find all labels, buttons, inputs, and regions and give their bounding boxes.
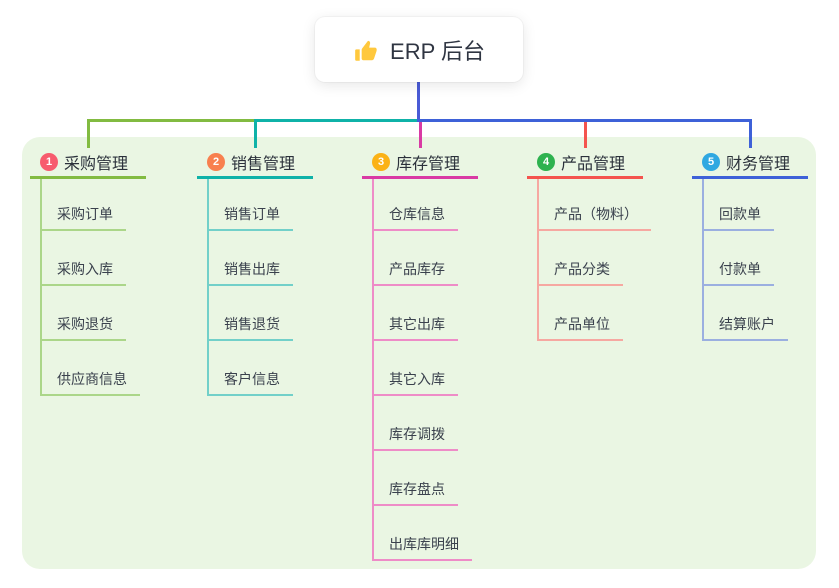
item-label: 供应商信息 <box>57 371 127 387</box>
item-label: 结算账户 <box>719 316 775 332</box>
branch-child-line <box>207 179 209 396</box>
item-label: 出库库明细 <box>389 536 459 552</box>
branch-child-line <box>372 179 374 561</box>
branch-number-badge: 2 <box>207 153 225 171</box>
mindmap-item[interactable]: 结算账户 <box>702 307 788 341</box>
branch-title: 采购管理 <box>64 156 129 173</box>
item-label: 其它出库 <box>389 316 445 332</box>
mindmap-item[interactable]: 客户信息 <box>207 362 293 396</box>
item-label: 回款单 <box>719 206 761 222</box>
mindmap-item[interactable]: 产品单位 <box>537 307 623 341</box>
branch-header-2[interactable]: 2 销售管理 <box>197 148 313 179</box>
mindmap-item[interactable]: 产品库存 <box>372 252 458 286</box>
item-label: 仓库信息 <box>389 206 445 222</box>
mindmap-item[interactable]: 供应商信息 <box>40 362 140 396</box>
branch-title: 产品管理 <box>561 156 626 173</box>
branch-header-4[interactable]: 4 产品管理 <box>527 148 643 179</box>
thumbs-up-icon <box>355 40 377 61</box>
item-label: 销售订单 <box>224 206 280 222</box>
mindmap-item[interactable]: 回款单 <box>702 197 774 231</box>
item-label: 库存调拨 <box>389 426 445 442</box>
mindmap-item[interactable]: 付款单 <box>702 252 774 286</box>
mindmap-item[interactable]: 销售订单 <box>207 197 293 231</box>
branch-number-badge: 4 <box>537 153 555 171</box>
branch-child-line <box>40 179 42 396</box>
connector-bus-5 <box>417 119 752 122</box>
root-title: ERP 后台 <box>390 38 485 64</box>
item-label: 销售退货 <box>224 316 280 332</box>
item-label: 付款单 <box>719 261 761 277</box>
branches-panel <box>22 137 816 569</box>
branch-title: 销售管理 <box>231 156 296 173</box>
branch-title: 财务管理 <box>726 156 791 173</box>
item-label: 产品（物料） <box>554 206 638 222</box>
item-label: 客户信息 <box>224 371 280 387</box>
branch-header-3[interactable]: 3 库存管理 <box>362 148 478 179</box>
mindmap-item[interactable]: 库存盘点 <box>372 472 458 506</box>
mindmap-item[interactable]: 出库库明细 <box>372 527 472 561</box>
branch-number-badge: 1 <box>40 153 58 171</box>
branch-header-5[interactable]: 5 财务管理 <box>692 148 808 179</box>
branch-child-line <box>537 179 539 341</box>
item-label: 采购入库 <box>57 261 113 277</box>
connector-bus-1 <box>86 119 420 122</box>
item-label: 产品库存 <box>389 261 445 277</box>
item-label: 采购退货 <box>57 316 113 332</box>
branch-number-badge: 5 <box>702 153 720 171</box>
branch-number-badge: 3 <box>372 153 390 171</box>
branch-child-line <box>702 179 704 341</box>
mindmap-item[interactable]: 产品（物料） <box>537 197 651 231</box>
connector-drop-1 <box>86 122 90 148</box>
mindmap-item[interactable]: 其它入库 <box>372 362 458 396</box>
mindmap-item[interactable]: 库存调拨 <box>372 417 458 451</box>
branch-header-1[interactable]: 1 采购管理 <box>30 148 146 179</box>
item-label: 产品分类 <box>554 261 610 277</box>
root-stem-line <box>417 81 420 122</box>
connector-drop-2 <box>253 122 257 148</box>
item-label: 其它入库 <box>389 371 445 387</box>
connector-drop-3 <box>418 122 422 148</box>
mindmap-item[interactable]: 仓库信息 <box>372 197 458 231</box>
root-node[interactable]: ERP 后台 <box>315 17 523 82</box>
mindmap-item[interactable]: 产品分类 <box>537 252 623 286</box>
mindmap-item[interactable]: 采购退货 <box>40 307 126 341</box>
item-label: 库存盘点 <box>389 481 445 497</box>
branch-title: 库存管理 <box>396 156 461 173</box>
mindmap-item[interactable]: 销售出库 <box>207 252 293 286</box>
mindmap-item[interactable]: 其它出库 <box>372 307 458 341</box>
connector-drop-5 <box>748 122 752 148</box>
item-label: 产品单位 <box>554 316 610 332</box>
mindmap-item[interactable]: 采购入库 <box>40 252 126 286</box>
item-label: 销售出库 <box>224 261 280 277</box>
item-label: 采购订单 <box>57 206 113 222</box>
mindmap-item[interactable]: 采购订单 <box>40 197 126 231</box>
connector-drop-4 <box>583 122 587 148</box>
mindmap-item[interactable]: 销售退货 <box>207 307 293 341</box>
connector-bus-2 <box>253 119 420 122</box>
